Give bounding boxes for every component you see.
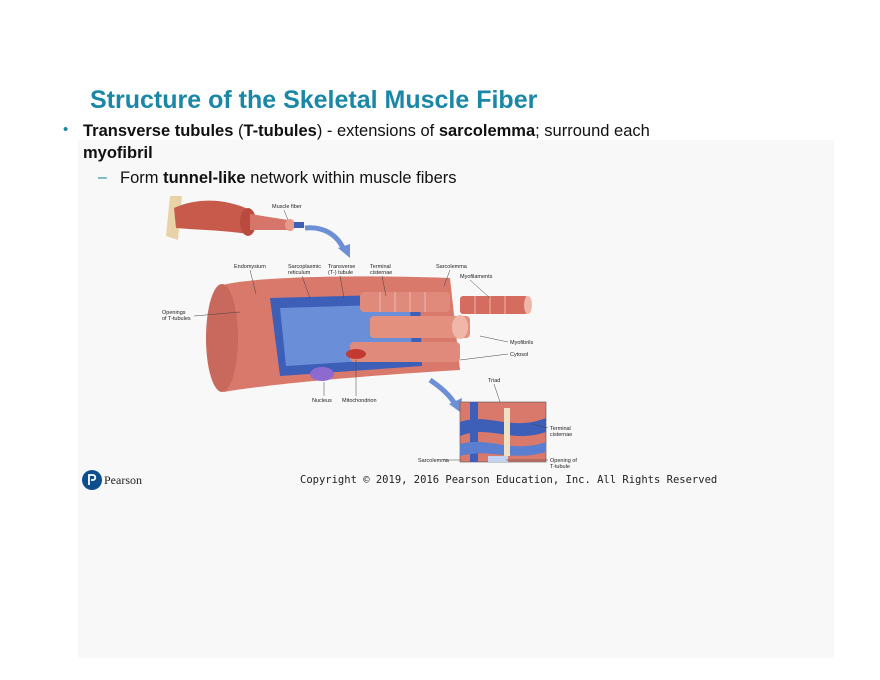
label-terminal-cisternae: Terminal: [370, 264, 391, 270]
slide-title: Structure of the Skeletal Muscle Fiber: [90, 86, 538, 114]
muscle-fiber-diagram: Muscle fiber Endomysium Sarcoplasmic ret: [162, 196, 577, 470]
label-sarcoplasmic-reticulum-2: reticulum: [288, 270, 311, 276]
label-terminal-cisternae-2: cisternae: [370, 270, 392, 276]
label-sarcolemma-inset: Sarcolemma: [418, 458, 450, 464]
label-sarcoplasmic-reticulum: Sarcoplasmic: [288, 264, 321, 270]
term-t-tubules: T-tubules: [243, 122, 317, 140]
bullet-text: Form: [120, 169, 164, 187]
triad-inset: [459, 401, 547, 463]
label-openings-t-tubules-2: of T-tubules: [162, 316, 191, 322]
label-triad: Triad: [488, 378, 500, 384]
label-sarcolemma: Sarcolemma: [436, 264, 468, 270]
label-endomysium: Endomysium: [234, 264, 266, 270]
bullet-text: (: [233, 122, 244, 140]
bullet-marker: •: [63, 121, 69, 138]
label-transverse-tubule-2: (T-) tubule: [328, 270, 353, 276]
copyright-text: Copyright © 2019, 2016 Pearson Education…: [300, 474, 718, 486]
label-openings-t-tubules: Openings: [162, 310, 186, 316]
pearson-logo-icon: [82, 470, 102, 490]
label-transverse-tubule: Transverse: [328, 264, 355, 270]
label-muscle-fiber: Muscle fiber: [272, 204, 302, 210]
label-opening-t-tubule: Opening of: [550, 458, 577, 464]
bullet-text: ; surround each: [535, 122, 650, 140]
fiber-cross-section: [206, 276, 532, 392]
sub-bullet-marker: –: [98, 169, 107, 186]
sub-bullet-1: Form tunnel-like network within muscle f…: [120, 169, 457, 188]
label-mitochondrion: Mitochondrion: [342, 398, 377, 404]
term-tunnel-like: tunnel-like: [163, 169, 246, 187]
label-nucleus: Nucleus: [312, 398, 332, 404]
label-cytosol: Cytosol: [510, 352, 528, 358]
label-terminal-cisternae-inset-2: cisternae: [550, 432, 572, 438]
term-myofibril: myofibril: [83, 144, 153, 162]
bullet-point-1: Transverse tubules (T-tubules) - extensi…: [83, 120, 683, 164]
label-myofilaments: Myofilaments: [460, 274, 493, 280]
bullet-text: ) - extensions of: [316, 122, 439, 140]
brand-name: Pearson: [104, 473, 142, 487]
term-transverse-tubules: Transverse tubules: [83, 122, 234, 140]
label-opening-t-tubule-2: T-tubule: [550, 464, 570, 470]
arm-illustration: [166, 196, 304, 240]
label-myofibrils: Myofibrils: [510, 340, 533, 346]
label-terminal-cisternae-inset: Terminal: [550, 426, 571, 432]
arrow-to-inset: [428, 377, 459, 408]
arrow-to-fiber: [304, 225, 347, 252]
bullet-text: network within muscle fibers: [245, 169, 457, 187]
term-sarcolemma: sarcolemma: [438, 122, 536, 140]
